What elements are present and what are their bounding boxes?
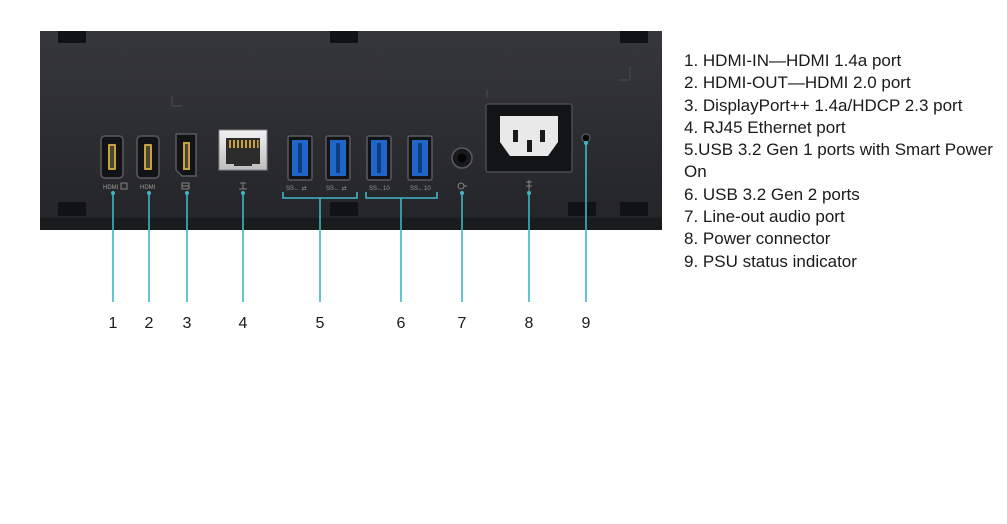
callout-7: 7 bbox=[458, 315, 467, 332]
legend-item-1: 1. HDMI-IN—HDMI 1.4a port bbox=[684, 51, 902, 70]
usb-gen1-port-b bbox=[325, 135, 351, 181]
legend-item-4: 4. RJ45 Ethernet port bbox=[684, 117, 846, 137]
callout-5: 5 bbox=[316, 315, 325, 332]
legend-item-6: 6. USB 3.2 Gen 2 ports bbox=[684, 184, 860, 204]
hdmi-out-port: HDMI bbox=[136, 135, 160, 191]
callout-8: 8 bbox=[525, 315, 534, 332]
legend-item-7: 7. Line-out audio port bbox=[684, 207, 845, 227]
panel-marks bbox=[171, 66, 631, 107]
leader-line-1 bbox=[111, 191, 115, 302]
callout-numbers: 1 2 3 4 5 6 7 8 9 bbox=[109, 315, 591, 332]
hdmi-in-port: HDMI bbox=[100, 135, 128, 191]
hdmi-in-label: HDMI bbox=[103, 185, 119, 191]
leader-line-4 bbox=[241, 191, 245, 302]
callout-2: 2 bbox=[145, 315, 154, 332]
leader-line-8 bbox=[527, 191, 531, 302]
hdmi-in-icon bbox=[120, 182, 128, 190]
leader-line-9 bbox=[584, 141, 588, 302]
leader-line-3 bbox=[185, 191, 189, 302]
callout-1: 1 bbox=[109, 315, 118, 332]
usb-gen2-port-a bbox=[366, 135, 392, 181]
hdmi-out-label: HDMI bbox=[140, 185, 156, 191]
leader-line-7 bbox=[460, 191, 464, 302]
leader-line-5 bbox=[282, 192, 358, 302]
callout-6: 6 bbox=[397, 315, 406, 332]
legend-item-9: 9. PSU status indicator bbox=[684, 251, 857, 271]
line-out-icon bbox=[457, 182, 467, 190]
displayport-port bbox=[175, 133, 197, 190]
port-legend: 1. HDMI-IN—HDMI 1.4a port 2. HDMI-OUT—HD… bbox=[684, 50, 994, 273]
callout-9: 9 bbox=[582, 315, 591, 332]
leader-lines bbox=[111, 141, 588, 302]
usb-gen2-a-label: SS←10 bbox=[369, 186, 390, 192]
legend-item-3: 3. DisplayPort++ 1.4a/HDCP 2.3 port bbox=[684, 95, 963, 115]
callout-4: 4 bbox=[239, 315, 248, 332]
legend-item-8: 8. Power connector bbox=[684, 229, 831, 249]
line-out-audio-port bbox=[451, 147, 473, 190]
network-icon bbox=[239, 182, 247, 190]
rj45-ethernet-port bbox=[218, 129, 268, 190]
panel-top-notches bbox=[58, 31, 648, 43]
power-connector bbox=[485, 103, 573, 192]
displayport-icon bbox=[181, 182, 190, 190]
legend-item-2: 2. HDMI-OUT—HDMI 2.0 port bbox=[684, 73, 911, 93]
usb-gen1-b-label: SS← ⇄ bbox=[326, 185, 347, 192]
legend-item-5: 5.USB 3.2 Gen 1 ports with Smart Power O… bbox=[684, 140, 993, 182]
power-icon bbox=[526, 180, 532, 192]
psu-status-led bbox=[581, 133, 591, 143]
callout-3: 3 bbox=[183, 315, 192, 332]
panel-bottom-ridge bbox=[40, 218, 662, 230]
usb-gen2-b-label: SS←10 bbox=[410, 186, 431, 192]
usb-gen1-port-a bbox=[287, 135, 313, 181]
leader-line-6 bbox=[365, 192, 438, 302]
usb-gen2-port-b bbox=[407, 135, 433, 181]
leader-line-2 bbox=[147, 191, 151, 302]
usb-gen1-a-label: SS← ⇄ bbox=[286, 185, 307, 192]
panel-bottom-notches bbox=[58, 202, 648, 216]
